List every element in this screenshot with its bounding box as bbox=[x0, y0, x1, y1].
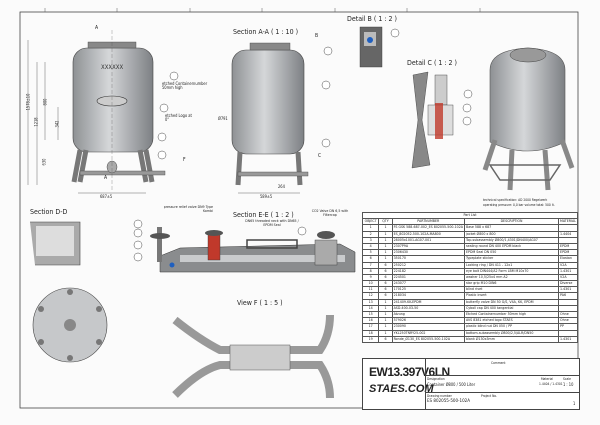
detail-c-label: Detail C ( 1 : 2 ) bbox=[407, 59, 457, 67]
designation-value: Container Ø800 / 500 Liter bbox=[427, 382, 476, 387]
section-aa-tank bbox=[231, 42, 333, 194]
brand-logo-text: STAES.COM bbox=[369, 383, 434, 395]
bottom-view bbox=[32, 287, 108, 363]
section-mark-a-top: A bbox=[95, 25, 99, 31]
designation-label: Designation bbox=[427, 377, 445, 381]
project-label: Project No. bbox=[481, 394, 497, 398]
sheet-frame bbox=[19, 11, 579, 409]
material-value: 1.4404 / 1.4301 bbox=[539, 382, 563, 386]
dim-total-height: 1578±10 bbox=[25, 93, 31, 111]
section-ee-label: Section E-E ( 1 : 2 ) bbox=[233, 211, 294, 219]
view-f bbox=[172, 314, 334, 399]
title-block: EW13.397V6LN STAES.COM Comment Designati… bbox=[362, 358, 580, 410]
section-mark-b: B bbox=[315, 33, 319, 39]
detail-c bbox=[411, 71, 473, 169]
dim-width-front: 687±5 bbox=[100, 194, 113, 199]
col-object: OBJECT bbox=[361, 218, 380, 226]
cell-material: 1.4301 bbox=[558, 335, 578, 343]
dim-800: 800 bbox=[42, 98, 48, 106]
cell-qty: 6 bbox=[378, 335, 393, 343]
material-label: Material bbox=[541, 377, 554, 381]
cell-partnumber: Ronde_Ø130_ES 802055-500-102A bbox=[391, 335, 465, 343]
drawing-number-label: Drawing number bbox=[427, 394, 452, 398]
cell-partnumber: FS GSK 588-687-002_ES 802055-500-102A bbox=[391, 224, 465, 232]
section-mark-f: F bbox=[183, 157, 186, 163]
section-mark-c: C bbox=[318, 153, 322, 159]
dim-630: 630 bbox=[41, 158, 47, 166]
drawing-number-value: ES 802055-500-102A bbox=[427, 399, 471, 404]
cell-description: blank Ø130x3mm bbox=[463, 335, 560, 343]
pressure-relief-note: pressure relief valve DN9 Type Kombi bbox=[163, 205, 213, 213]
operating-note: operating pressure: 0,0 bar volume total… bbox=[483, 203, 555, 207]
section-dd bbox=[30, 221, 81, 266]
sheet-number: 1 bbox=[573, 401, 576, 406]
comment-label: Comment bbox=[491, 361, 506, 365]
section-mark-a-bottom: A bbox=[104, 175, 108, 181]
dim-264: 264 bbox=[278, 184, 285, 189]
etched-logo-note: etched Logo at 0° bbox=[165, 113, 192, 122]
col-material: MATERIAL bbox=[558, 218, 578, 226]
isometric-tank bbox=[482, 47, 575, 191]
section-ee bbox=[133, 219, 356, 273]
cell-object: 19 bbox=[361, 335, 380, 343]
scale-value: 1 : 10 bbox=[563, 382, 574, 387]
dim-1218: 1218 bbox=[33, 117, 39, 127]
etched-number-note: etched Containernumber 50mm high bbox=[162, 81, 208, 90]
svg-text:XXXXXX: XXXXXX bbox=[101, 64, 123, 71]
dim-342: 342 bbox=[54, 120, 60, 128]
view-f-label: View F ( 1 : 5 ) bbox=[237, 299, 283, 307]
co2-valve-note: CO2 Valve DN 6,5 with Filtercap bbox=[311, 209, 349, 217]
section-aa-label: Section A-A ( 1 : 10 ) bbox=[233, 28, 299, 36]
dim-width-section: 589±5 bbox=[260, 194, 273, 199]
detail-b-label: Detail B ( 1 : 2 ) bbox=[347, 15, 397, 23]
tech-spec-note: technical specification: AD 2000 Regelwe… bbox=[483, 198, 548, 202]
parts-list-table: Part List OBJECT QTY PARTNUMBER DESCRIPT… bbox=[361, 211, 578, 343]
section-dd-label: Section D-D bbox=[30, 208, 68, 216]
scale-label: Scale bbox=[563, 377, 571, 381]
front-view-tank: XXXXXX bbox=[27, 30, 179, 194]
dim-diameter: Ø791 bbox=[218, 116, 228, 121]
detail-b bbox=[359, 26, 400, 68]
threaded-neck-note: DN65 threaded neck with DN65 / EPDM Seal bbox=[245, 219, 299, 227]
